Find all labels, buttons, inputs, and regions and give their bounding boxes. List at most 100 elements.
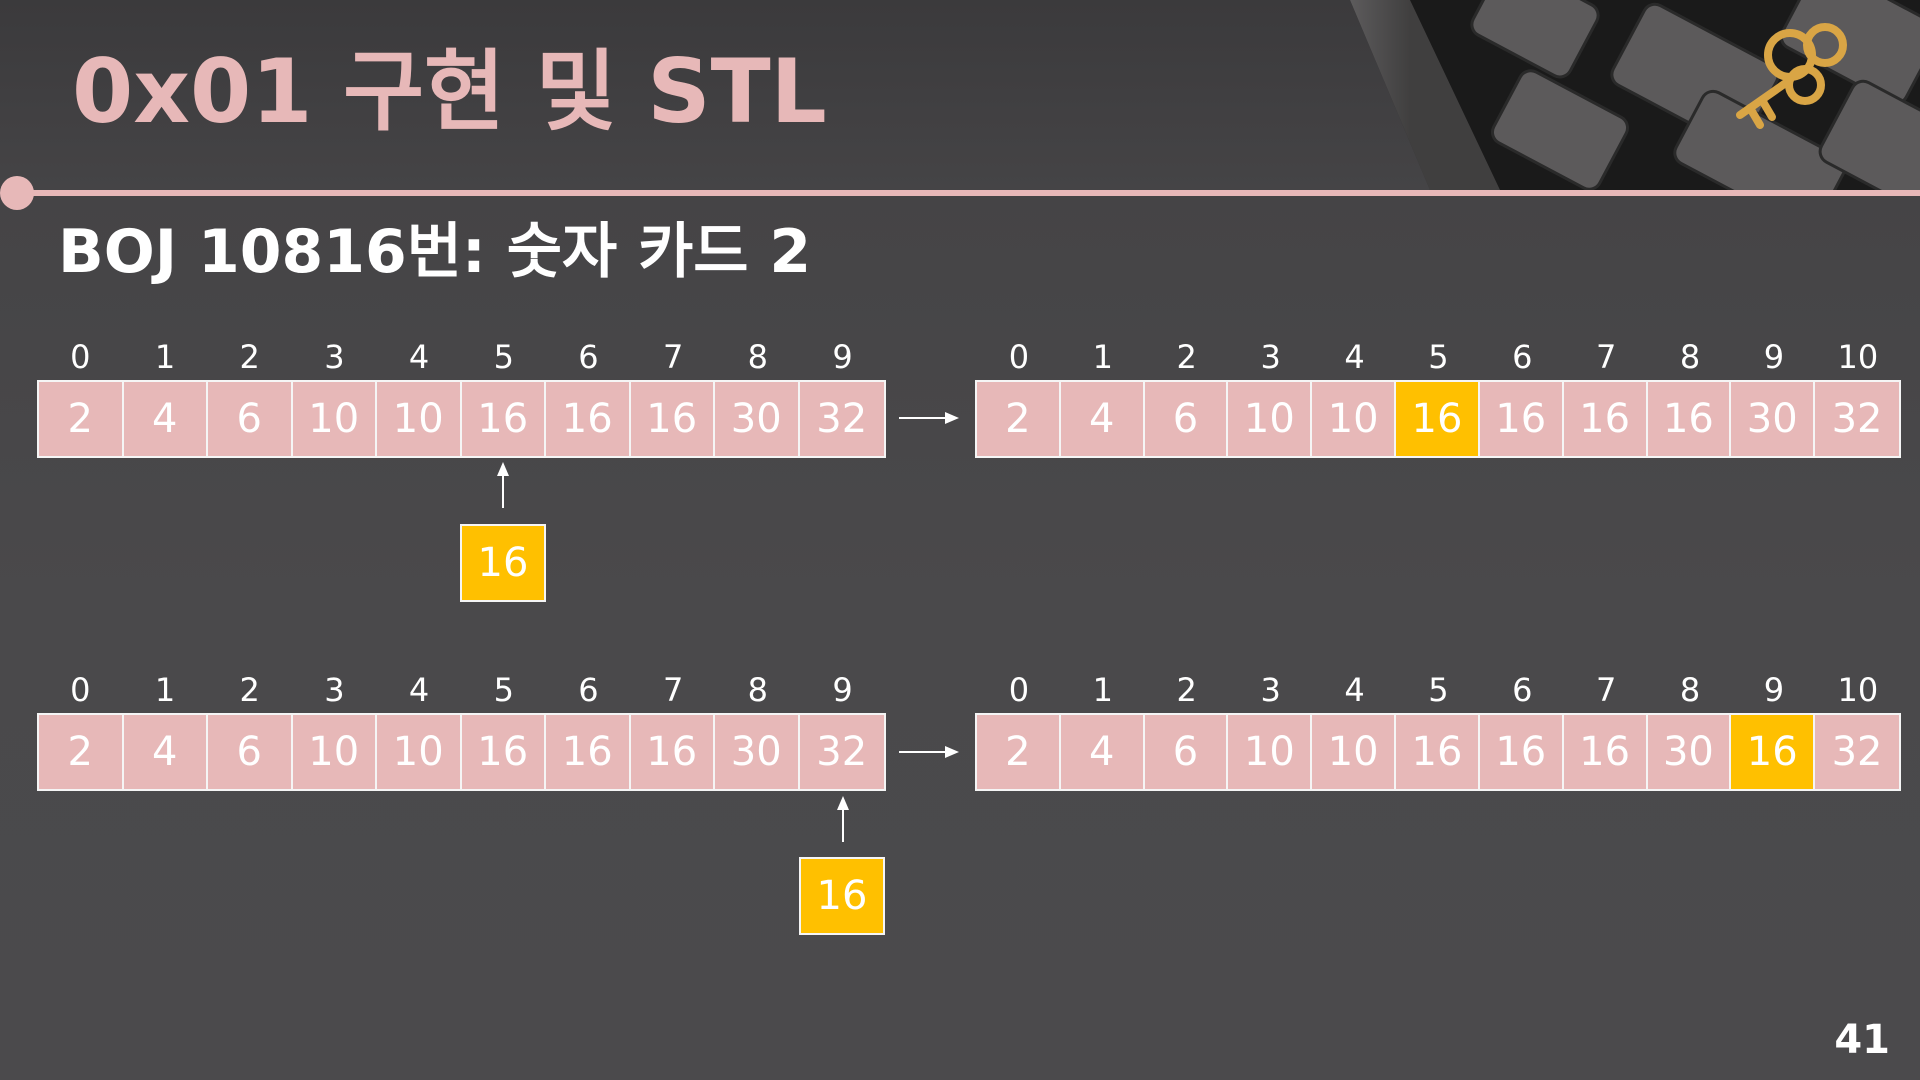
right-arrow-icon <box>899 746 959 758</box>
up-arrow-icon <box>497 462 509 508</box>
index-label: 7 <box>662 671 684 709</box>
array-cell: 16 <box>461 382 546 456</box>
search-value-box: 16 <box>799 857 885 935</box>
array-cell: 4 <box>1060 715 1145 789</box>
index-label: 5 <box>1428 338 1449 376</box>
index-label: 4 <box>408 338 430 376</box>
index-label: 4 <box>1344 671 1365 709</box>
index-label: 8 <box>747 338 769 376</box>
array-cell: 10 <box>1228 715 1313 789</box>
slide-subtitle: BOJ 10816번: 숫자 카드 2 <box>58 217 812 287</box>
index-label: 8 <box>747 671 769 709</box>
index-label: 5 <box>493 671 514 709</box>
array-cell: 10 <box>377 382 462 456</box>
array-cell: 16 <box>1479 715 1564 789</box>
index-label: 10 <box>1837 671 1879 709</box>
index-label: 7 <box>1596 338 1617 376</box>
index-label: 1 <box>1092 671 1114 709</box>
array-cell: 10 <box>292 382 377 456</box>
array-cell: 32 <box>799 715 884 789</box>
array-cell: 32 <box>799 382 884 456</box>
index-label: 6 <box>1512 338 1533 376</box>
index-label: 1 <box>1092 338 1114 376</box>
index-label: 0 <box>70 671 91 709</box>
index-label: 2 <box>239 338 260 376</box>
array-cell: 16 <box>1396 715 1480 789</box>
up-arrow-icon <box>837 796 849 842</box>
array-cell: 30 <box>1647 715 1732 789</box>
index-label: 1 <box>154 671 176 709</box>
slide-title: 0x01 구현 및 STL <box>72 40 827 143</box>
index-label: 3 <box>324 671 345 709</box>
search-value-box: 16 <box>460 524 546 602</box>
index-row: 0 1 2 3 4 5 6 7 8 9 <box>38 670 885 710</box>
index-label: 10 <box>1837 338 1879 376</box>
array-cell: 10 <box>292 715 377 789</box>
array-cell: 32 <box>1815 382 1899 456</box>
array-cell: 6 <box>1144 382 1229 456</box>
right-arrow-icon <box>899 412 959 424</box>
index-label: 4 <box>408 671 430 709</box>
index-row: 0 1 2 3 4 5 6 7 8 9 <box>38 337 885 377</box>
index-label: 7 <box>662 338 684 376</box>
array-cell: 16 <box>1647 382 1732 456</box>
array-cell: 10 <box>1312 382 1397 456</box>
inserted-cell: 16 <box>1396 382 1480 456</box>
index-label: 2 <box>1176 671 1197 709</box>
keyboard-key-image <box>1350 0 1920 190</box>
index-label: 2 <box>1176 338 1197 376</box>
array-cell: 2 <box>39 715 124 789</box>
index-label: 5 <box>1428 671 1449 709</box>
index-label: 9 <box>1763 671 1785 709</box>
index-label: 7 <box>1596 671 1617 709</box>
array-cell: 6 <box>208 382 293 456</box>
array-cell: 10 <box>1228 382 1313 456</box>
array-cell: 2 <box>977 382 1061 456</box>
index-label: 6 <box>578 338 599 376</box>
array-cell: 10 <box>377 715 462 789</box>
index-label: 0 <box>1008 338 1030 376</box>
array-after: 2 4 6 10 10 16 16 16 16 30 32 <box>975 380 1901 458</box>
index-label: 4 <box>1344 338 1365 376</box>
array-cell: 10 <box>1312 715 1397 789</box>
index-label: 2 <box>239 671 260 709</box>
index-label: 3 <box>324 338 345 376</box>
header-divider <box>18 190 1920 196</box>
index-row: 0 1 2 3 4 5 6 7 8 9 10 <box>977 337 1900 377</box>
array-cell: 4 <box>123 382 208 456</box>
array-after: 2 4 6 10 10 16 16 16 30 16 32 <box>975 713 1901 791</box>
index-label: 1 <box>154 338 176 376</box>
array-cell: 30 <box>715 715 800 789</box>
array-cell: 16 <box>546 715 631 789</box>
array-cell: 16 <box>1479 382 1564 456</box>
index-row: 0 1 2 3 4 5 6 7 8 9 10 <box>977 670 1900 710</box>
divider-dot <box>0 176 34 210</box>
array-cell: 4 <box>123 715 208 789</box>
index-label: 6 <box>1512 671 1533 709</box>
array-cell: 16 <box>461 715 546 789</box>
array-cell: 16 <box>1563 715 1648 789</box>
array-cell: 16 <box>630 715 715 789</box>
index-label: 3 <box>1260 338 1281 376</box>
array-cell: 16 <box>1563 382 1648 456</box>
index-label: 3 <box>1260 671 1281 709</box>
index-label: 9 <box>832 671 853 709</box>
index-label: 9 <box>1763 338 1785 376</box>
array-cell: 30 <box>1731 382 1816 456</box>
index-label: 5 <box>493 338 514 376</box>
page-number: 41 <box>1834 1017 1890 1063</box>
index-label: 8 <box>1679 671 1701 709</box>
array-cell: 6 <box>208 715 293 789</box>
array-cell: 16 <box>630 382 715 456</box>
inserted-cell: 16 <box>1731 715 1816 789</box>
array-cell: 6 <box>1144 715 1229 789</box>
array-before: 2 4 6 10 10 16 16 16 30 32 <box>37 380 886 458</box>
index-label: 8 <box>1679 338 1701 376</box>
array-cell: 32 <box>1815 715 1899 789</box>
array-before: 2 4 6 10 10 16 16 16 30 32 <box>37 713 886 791</box>
index-label: 9 <box>832 338 853 376</box>
array-cell: 30 <box>715 382 800 456</box>
index-label: 0 <box>1008 671 1030 709</box>
index-label: 6 <box>578 671 599 709</box>
array-cell: 16 <box>546 382 631 456</box>
